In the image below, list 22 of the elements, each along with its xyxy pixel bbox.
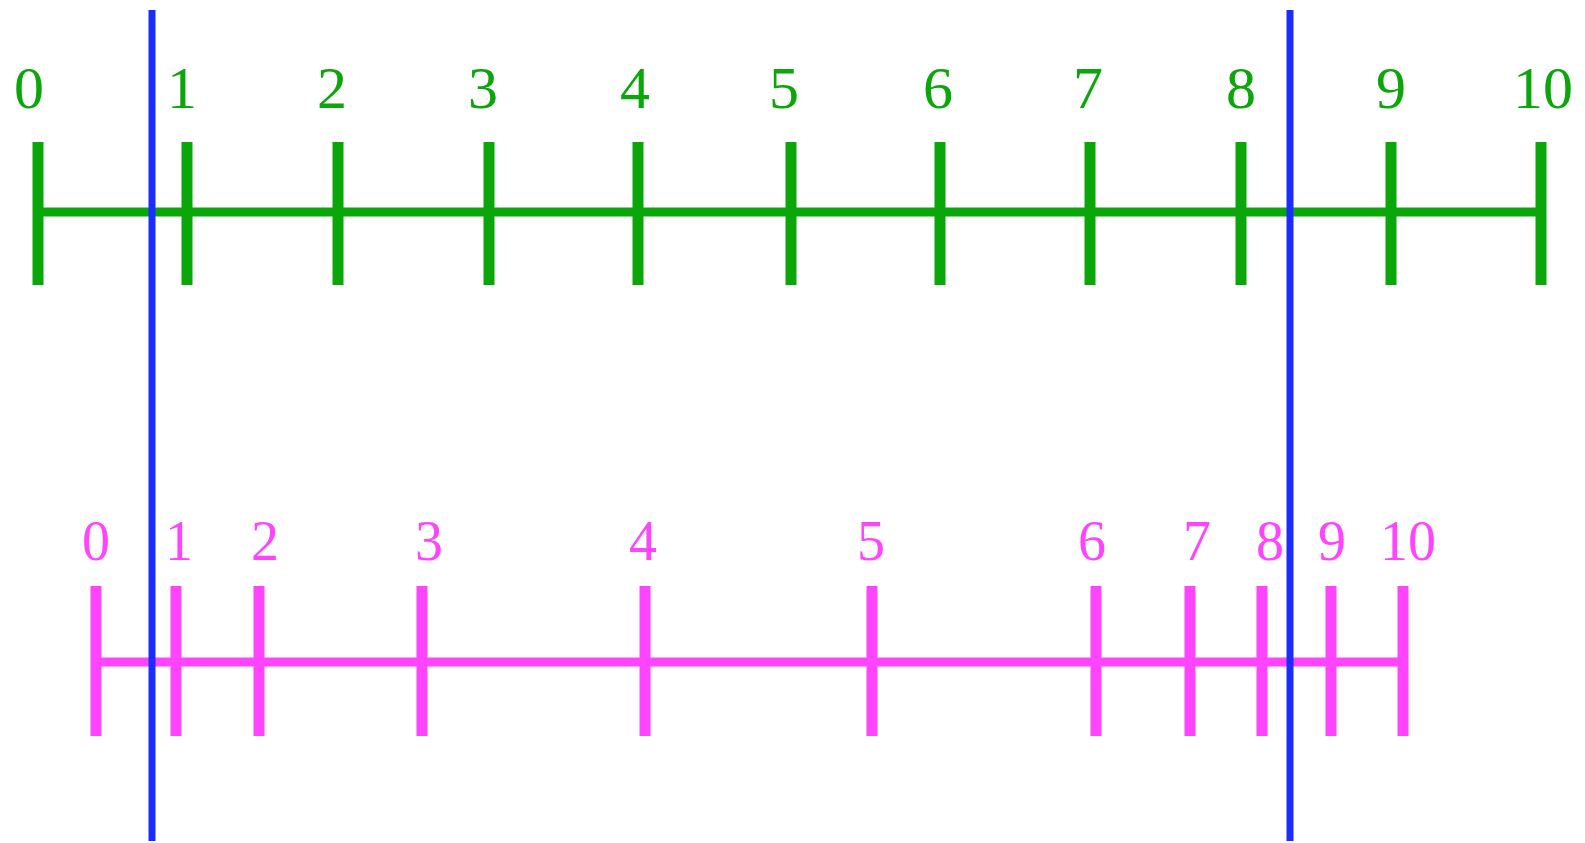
tick-label: 6 (923, 58, 953, 118)
tick-label: 3 (468, 58, 498, 118)
tick-label: 10 (1380, 513, 1436, 569)
tick-label: 5 (769, 58, 799, 118)
tick-label: 2 (317, 58, 347, 118)
tick-label: 6 (1078, 513, 1106, 569)
tick-label: 7 (1183, 513, 1211, 569)
tick-label: 5 (857, 513, 885, 569)
tick-label: 7 (1073, 58, 1103, 118)
tick-label: 8 (1256, 513, 1284, 569)
tick-label: 9 (1318, 513, 1346, 569)
tick-label: 2 (251, 513, 279, 569)
tick-label: 9 (1376, 58, 1406, 118)
tick-label: 0 (82, 513, 110, 569)
tick-label: 0 (14, 58, 44, 118)
tick-label: 4 (620, 58, 650, 118)
tick-label: 4 (629, 513, 657, 569)
tick-label: 10 (1513, 58, 1573, 118)
tick-label: 1 (165, 513, 193, 569)
tick-label: 1 (167, 58, 197, 118)
tick-label: 8 (1226, 58, 1256, 118)
tick-label: 3 (415, 513, 443, 569)
